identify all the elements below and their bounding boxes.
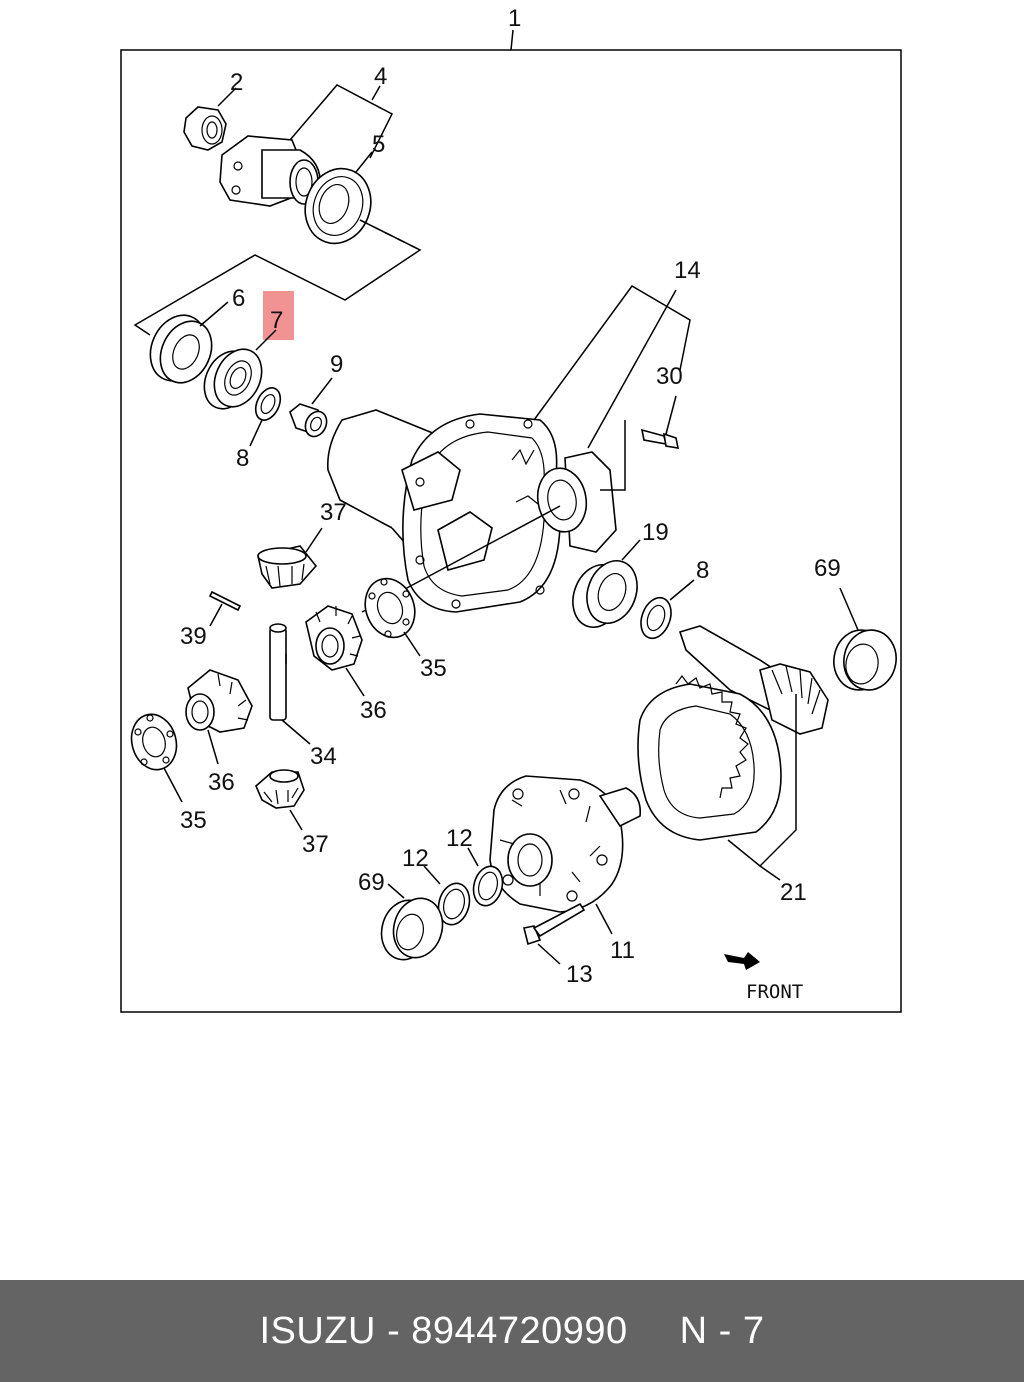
part-37-pinion-gear-lower (255, 769, 305, 831)
part-36-side-gear-lower (185, 669, 253, 765)
callout-9: 9 (330, 351, 343, 378)
callout-69-right: 69 (814, 555, 841, 582)
callout-21: 21 (780, 879, 807, 906)
callout-4: 4 (374, 63, 387, 90)
callout-12-left: 12 (402, 845, 429, 872)
part-36-side-gear-upper (305, 605, 365, 697)
part-9-spacer (289, 377, 333, 438)
part-21-ring-gear-pinion (637, 625, 829, 881)
callout-34: 34 (310, 743, 337, 770)
callout-69-bottom: 69 (358, 869, 385, 896)
part-35-thrust-washer-upper (364, 577, 421, 657)
footer-bar: ISUZU - 8944720990 N - 7 (0, 1280, 1024, 1382)
part-2-nut (183, 87, 237, 151)
part-19-bearing (572, 539, 641, 628)
callout-5: 5 (372, 131, 385, 158)
callout-8-upper: 8 (236, 445, 249, 472)
callout-7: 7 (270, 307, 283, 334)
part-34-cross-shaft (269, 623, 311, 745)
callout-2: 2 (230, 69, 243, 96)
callout-39: 39 (180, 623, 207, 650)
callout-37-upper: 37 (320, 499, 347, 526)
callout-11: 11 (610, 937, 635, 964)
part-39-lock-pin (208, 590, 242, 627)
callout-labels: 1 2 4 5 6 7 9 8 14 30 37 19 8 69 39 35 3… (180, 5, 841, 1003)
part-12-shim-right (467, 847, 504, 907)
part-69-bearing-right (833, 587, 897, 691)
part-8-shim-lower (640, 579, 695, 640)
part-13-bolt (523, 902, 586, 965)
callout-1: 1 (508, 5, 521, 32)
callout-6: 6 (232, 285, 245, 312)
part-30-bolt (640, 395, 680, 449)
part-4-flange (219, 84, 393, 207)
part-7-bearing (203, 329, 277, 410)
part-5-oil-seal (304, 151, 373, 245)
part-14-carrier-housing (326, 285, 691, 613)
footer-dash: - (387, 1309, 401, 1352)
part-6-bearing-cup (149, 301, 229, 384)
front-arrow-icon (724, 952, 760, 970)
callout-30: 30 (656, 363, 683, 390)
part-37-pinion-gear-upper (257, 527, 323, 589)
parts-diagram: 1 2 4 5 6 7 9 8 14 30 37 19 8 69 39 35 3… (120, 5, 902, 1013)
part-69-bearing-bottom (380, 883, 444, 961)
callout-36-lower: 36 (208, 769, 235, 796)
part-8-shim-upper (249, 387, 282, 447)
footer-brand: ISUZU (259, 1309, 376, 1352)
callout-8-lower: 8 (696, 557, 709, 584)
footer-ref: N - 7 (679, 1309, 765, 1352)
callout-13: 13 (566, 961, 593, 988)
callout-36-upper: 36 (360, 697, 387, 724)
callout-14: 14 (674, 257, 701, 284)
part-12-shim-left (423, 865, 471, 926)
callout-12-right: 12 (446, 825, 473, 852)
callout-35-upper: 35 (420, 655, 447, 682)
callout-37-lower: 37 (302, 831, 329, 858)
callout-19: 19 (642, 519, 669, 546)
part-35-thrust-washer-lower (130, 713, 183, 803)
callout-35-lower: 35 (180, 807, 207, 834)
highlight-part-7 (263, 291, 294, 340)
part-11-differential-case (489, 775, 642, 935)
footer-part-number: 8944720990 (411, 1309, 628, 1352)
front-label: FRONT (746, 981, 803, 1003)
